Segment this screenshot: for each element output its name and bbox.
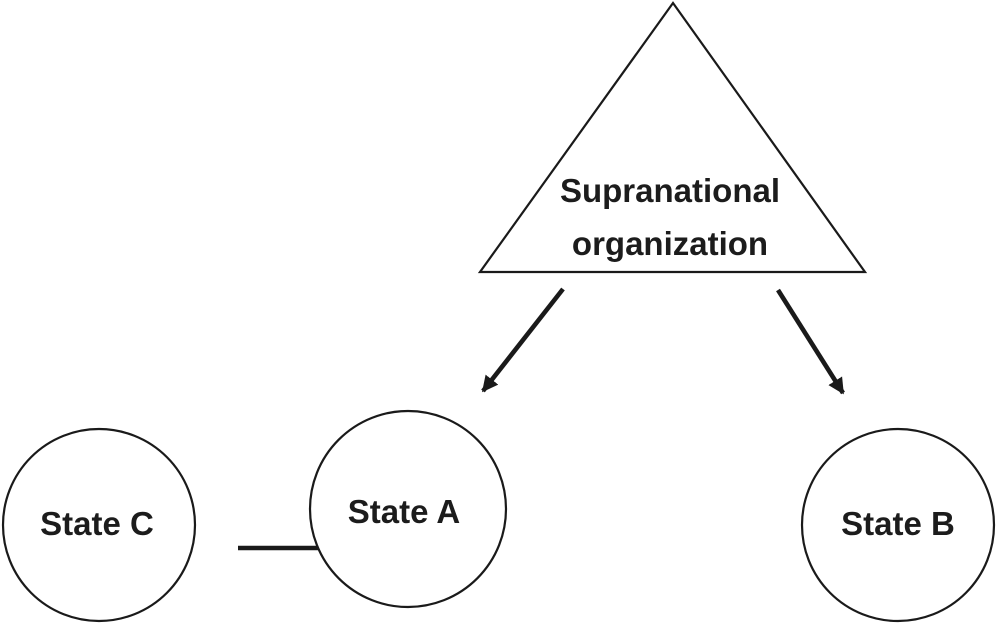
state-b-label: State B bbox=[841, 505, 955, 542]
supranational-organization-label-line1: Supranational bbox=[560, 172, 780, 209]
state-c-label: State C bbox=[40, 505, 154, 542]
arrow-supranational-to-state-a bbox=[481, 287, 565, 393]
supranational-organization-triangle bbox=[477, 1, 868, 274]
arrow-supranational-to-state-b bbox=[776, 288, 845, 395]
state-c-circle bbox=[1, 427, 197, 623]
state-a-circle bbox=[308, 409, 508, 609]
supranational-organization-label-line2: organization bbox=[572, 225, 768, 262]
state-b-circle bbox=[800, 427, 996, 623]
state-a-label: State A bbox=[348, 493, 460, 530]
